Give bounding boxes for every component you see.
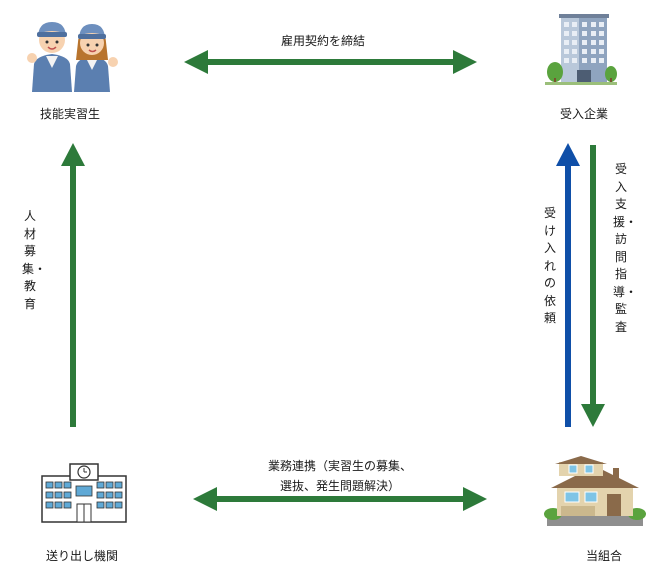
left-up-arrow	[61, 143, 85, 427]
bottom-double-arrow	[193, 487, 487, 511]
office-building-icon	[545, 14, 617, 85]
trainee-label: 技能実習生	[40, 107, 101, 121]
bottom-edge-label-line2: 選抜、発生問題解決）	[279, 479, 400, 493]
bottom-edge-label: 業務連携（実習生の募集、 選抜、発生問題解決）	[250, 456, 430, 496]
right-up-arrow	[556, 143, 580, 427]
right-down-arrow	[581, 145, 605, 427]
house-icon	[544, 456, 646, 526]
top-double-arrow	[184, 50, 477, 74]
right-down-edge-label: 受入支援・訪問指導・監査	[613, 162, 638, 334]
bottom-edge-label-line1: 業務連携（実習生の募集、	[267, 459, 412, 473]
right-up-edge-label: 受け入れの依頼	[543, 206, 556, 325]
top-edge-label: 雇用契約を締結	[281, 34, 366, 48]
left-edge-label: 人材募集・教育	[22, 209, 47, 311]
workers-icon	[27, 22, 118, 92]
school-building-icon	[41, 463, 127, 523]
company-label: 受入企業	[560, 107, 609, 121]
sending-label: 送り出し機関	[46, 549, 119, 563]
union-label: 当組合	[586, 549, 623, 563]
